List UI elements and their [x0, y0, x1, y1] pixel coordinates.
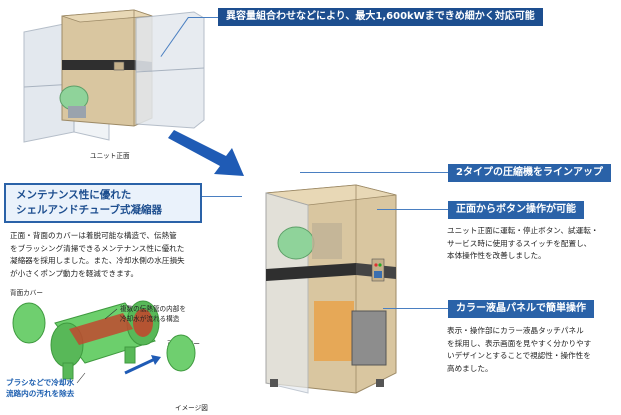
maintenance-title: メンテナンス性に優れた シェルアンドチューブ式凝縮器 [4, 183, 202, 223]
maintenance-body: 正面・背面のカバーは着脱可能な構造で、伝熱管 をブラッシング清掃できるメンテナン… [10, 230, 220, 280]
brush-note-line: ブラシなどで冷却水 [6, 378, 75, 387]
feature-2-body-line: サービス時に使用するスイッチを配置し、 [447, 238, 592, 248]
feature-3-body-line: 表示・操作部にカラー液晶タッチパネル [447, 326, 584, 335]
multi-unit-illustration [23, 9, 205, 143]
tube-note-line: 冷却水が流れる構造 [120, 315, 180, 323]
maintenance-body-line: をブラッシング清掃できるメンテナンス性に優れた [10, 243, 185, 253]
tube-note: 複数の伝熱管の内部を 冷却水が流れる構造 [120, 304, 186, 324]
feature-2-title: 正面からボタン操作が可能 [448, 201, 584, 219]
feature-3-body: 表示・操作部にカラー液晶タッチパネル を採用し、表示画面を見やすく分かりやす い… [447, 325, 617, 375]
feature-1-title: 2タイプの圧縮機をラインアップ [448, 164, 611, 182]
feature-3-leader [383, 308, 448, 309]
feature-1-leader [300, 172, 448, 173]
maintenance-leader [202, 196, 242, 197]
maintenance-title-line1: メンテナンス性に優れた [16, 189, 132, 201]
feature-2-leader [377, 209, 448, 210]
top-callout-leader-h [188, 17, 218, 18]
back-cover-label: 背面カバー [10, 289, 43, 297]
maintenance-body-line: 凝縮器を採用しました。また、冷却水側の水圧損失 [10, 256, 185, 265]
flow-arrow-icon [168, 130, 244, 176]
condenser-illustration [12, 300, 196, 384]
brush-note: ブラシなどで冷却水 流路内の汚れを除去 [6, 377, 74, 399]
top-callout: 異容量組合わせなどにより、最大1,600kWまできめ細かく対応可能 [218, 8, 543, 26]
feature-3-title: カラー液晶パネルで簡単操作 [448, 300, 594, 318]
unit-front-label: ユニット正面 [90, 152, 130, 160]
feature-2-body-line: 本体操作性を改善しました。 [447, 251, 546, 260]
feature-3-body-line: 高めました。 [447, 363, 493, 373]
brush-note-line: 流路内の汚れを除去 [6, 389, 75, 398]
tube-note-line: 複数の伝熱管の内部を [120, 305, 186, 313]
feature-3-body-line: いデザインとすることで視認性・操作性を [447, 351, 591, 360]
maintenance-body-line: 正面・背面のカバーは着脱可能な構造で、伝熱管 [10, 231, 177, 240]
image-note: イメージ図 [175, 404, 208, 412]
maintenance-title-line2: シェルアンドチューブ式凝縮器 [16, 204, 162, 216]
feature-2-body-line: ユニット正面に運転・停止ボタン、試運転・ [447, 226, 599, 235]
single-unit-illustration [265, 184, 397, 394]
feature-2-body: ユニット正面に運転・停止ボタン、試運転・ サービス時に使用するスイッチを配置し、… [447, 225, 617, 263]
feature-3-body-line: を採用し、表示画面を見やすく分かりやす [447, 338, 592, 348]
maintenance-body-line: が小さくポンプ動力を軽減できます。 [10, 268, 139, 278]
